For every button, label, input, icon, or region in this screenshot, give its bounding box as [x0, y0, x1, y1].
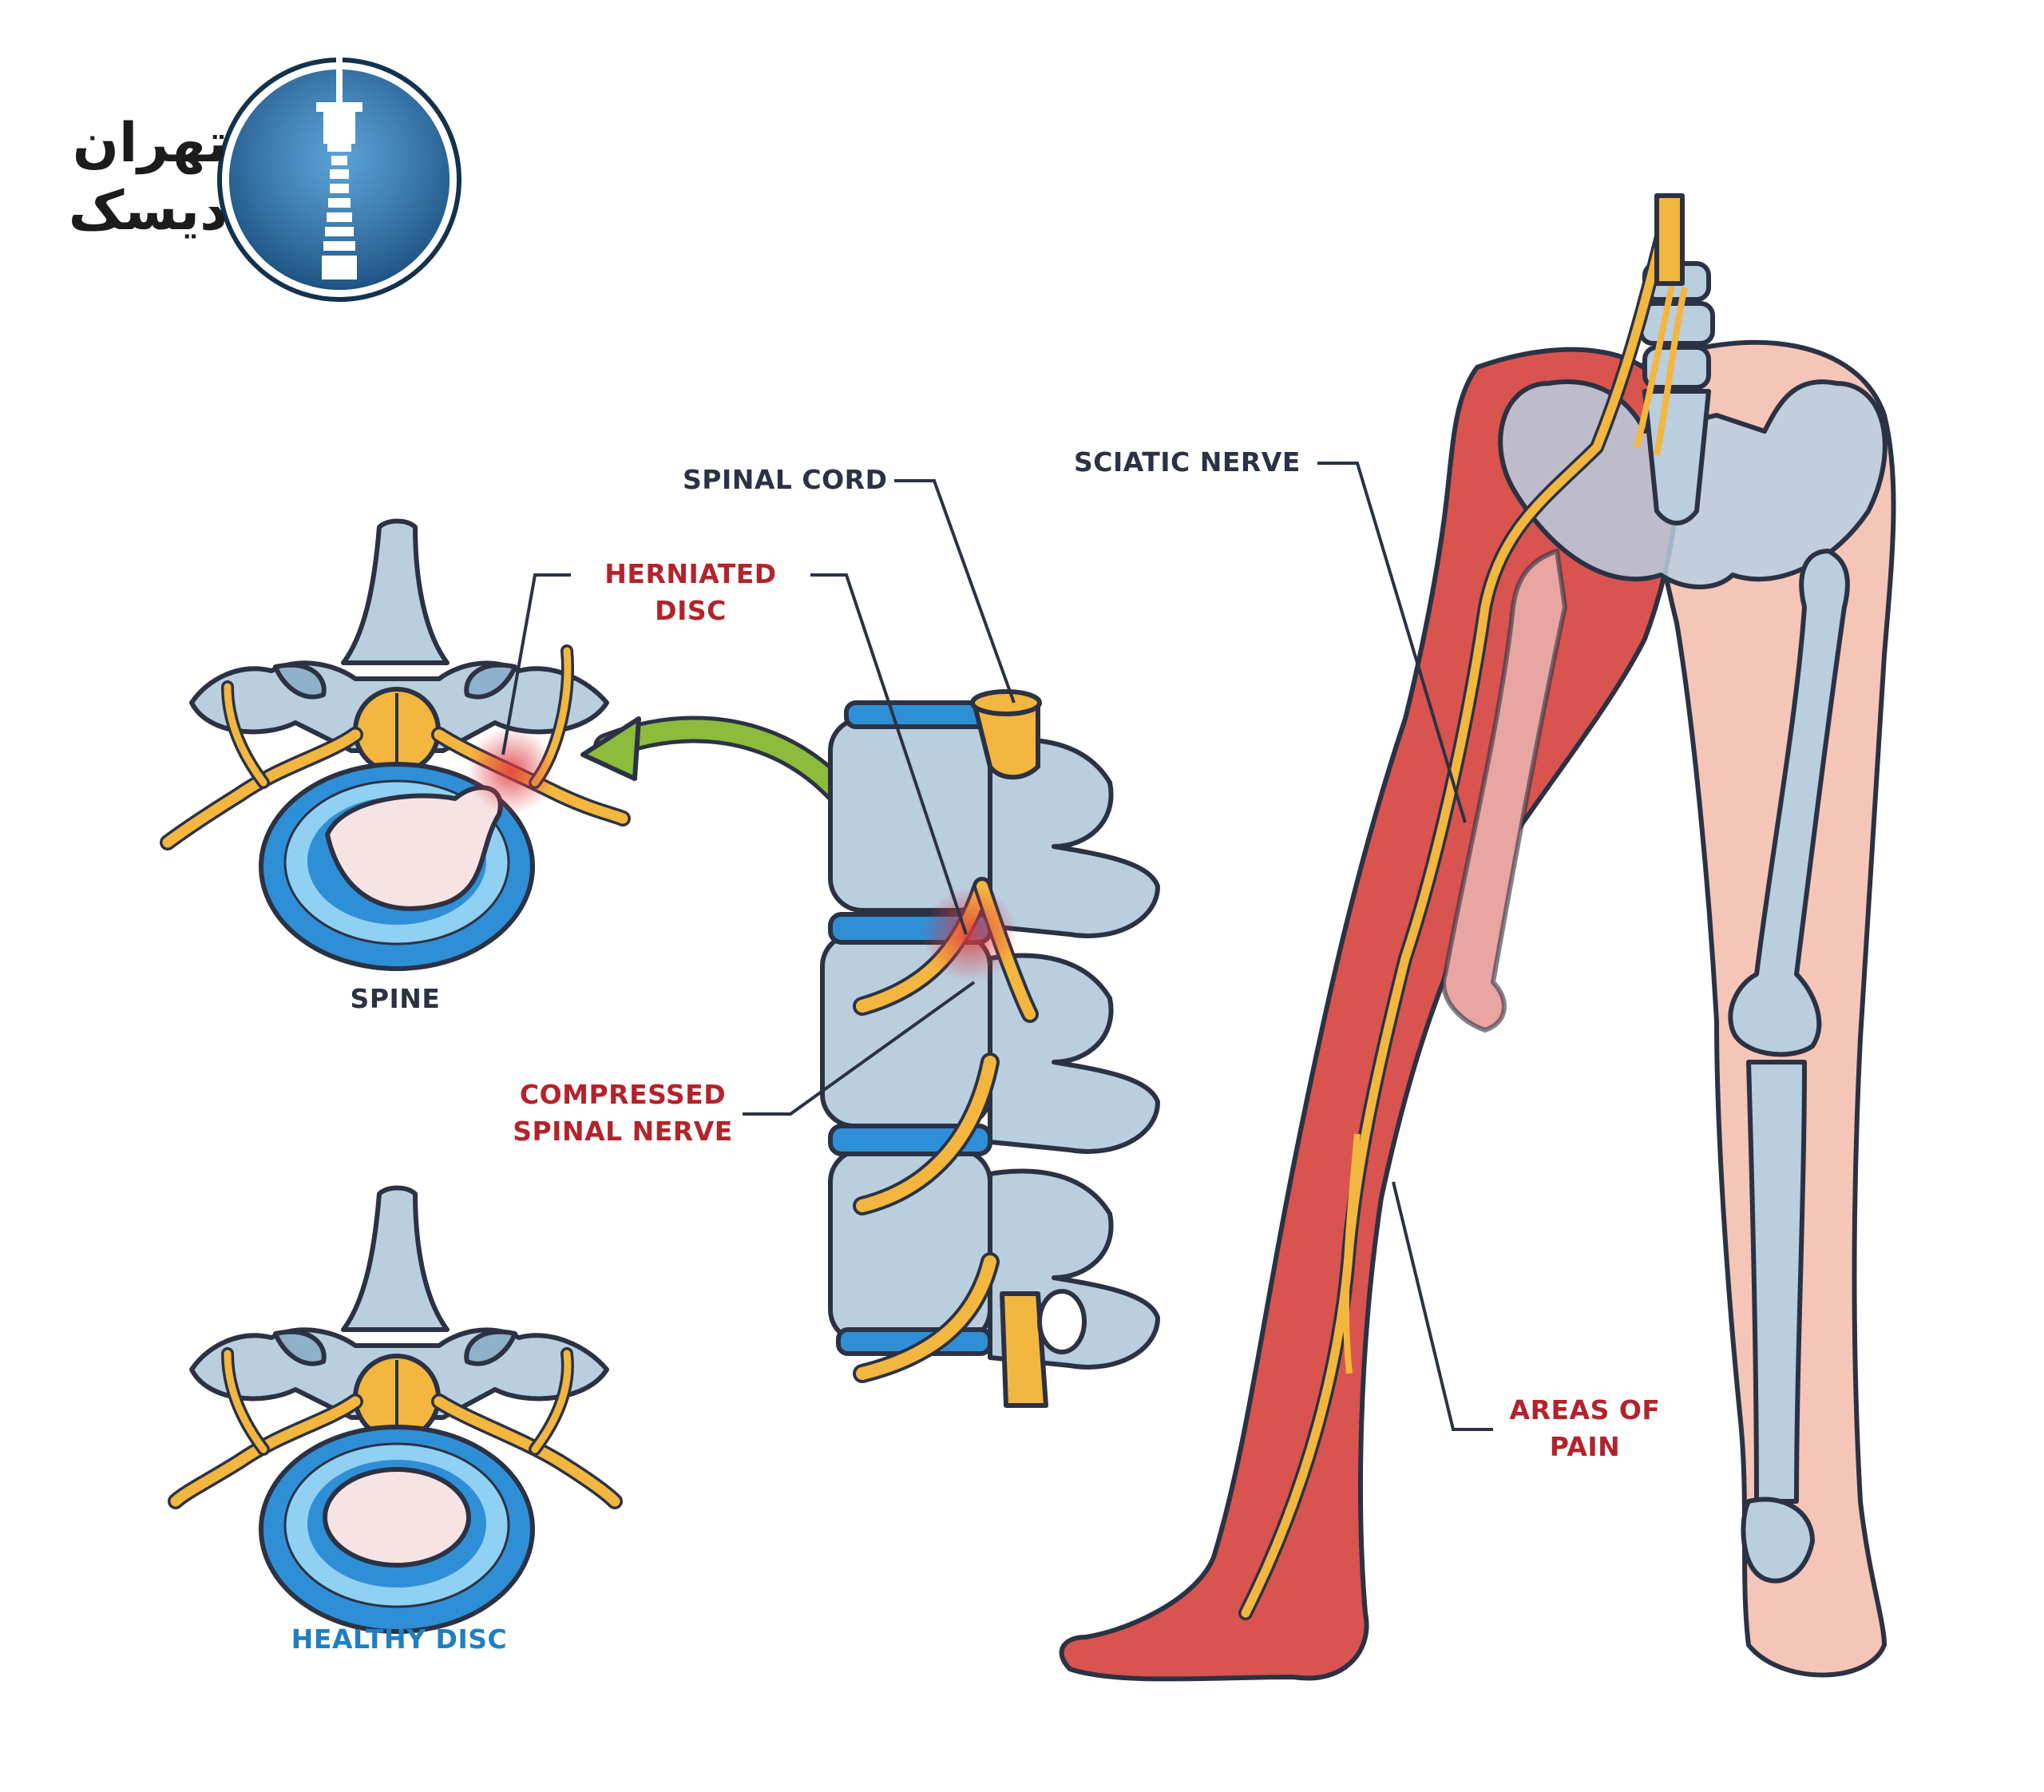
logo-wordmark-line1: تهران: [72, 112, 228, 175]
logo: [217, 54, 461, 302]
label-compressed-spinal-nerve-line1: COMPRESSED: [519, 1079, 727, 1110]
spine-cross-section-healthy: [168, 1185, 623, 1634]
leader-herniated-disc-left: [501, 573, 571, 755]
label-areas-of-pain-line2: PAIN: [1549, 1431, 1621, 1462]
label-sciatic-nerve: SCIATIC NERVE: [1074, 446, 1301, 478]
logo-shade: [229, 69, 450, 290]
label-spine: SPINE: [350, 983, 441, 1014]
leader-herniated-disc-right: [810, 573, 968, 935]
logo-wordmark-line2: دیسک: [68, 180, 228, 243]
leader-lines: [501, 462, 1493, 1431]
tower-icon: [316, 54, 362, 280]
leader-compressed-nerve: [743, 981, 976, 1116]
legs-illustration: [1059, 193, 1896, 1682]
leader-spinal-cord: [894, 479, 1016, 704]
label-spinal-cord: SPINAL CORD: [683, 464, 888, 495]
label-healthy-disc: HEALTHY DISC: [291, 1624, 508, 1655]
leader-areas-of-pain: [1392, 1181, 1493, 1431]
label-herniated-disc-line2: DISC: [655, 595, 727, 626]
leader-sciatic-nerve: [1317, 462, 1467, 823]
label-areas-of-pain-line1: AREAS OF: [1509, 1394, 1661, 1425]
spine-side-view: [820, 689, 1160, 1408]
label-herniated-disc-line1: HERNIATED: [604, 558, 777, 589]
label-compressed-spinal-nerve-line2: SPINAL NERVE: [513, 1116, 733, 1147]
spine-cross-section-herniated: [160, 518, 631, 971]
